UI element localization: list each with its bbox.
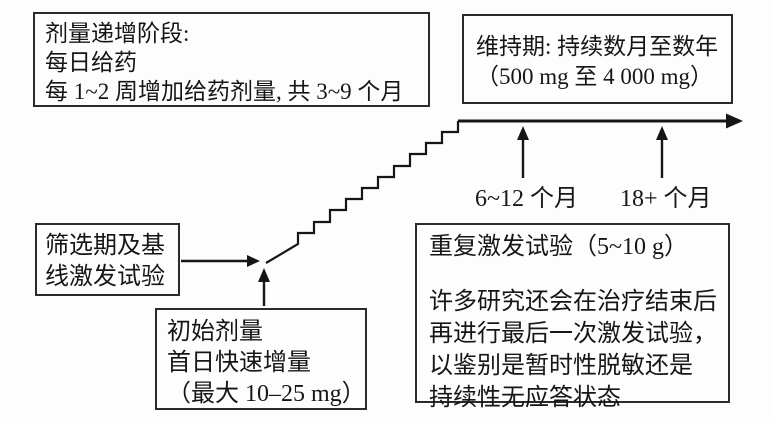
rechallenge-body-line-3: 以鉴别是暂时性脱敏还是 xyxy=(429,353,693,379)
rechallenge-body-line-4: 持续性无应答状态 xyxy=(429,385,621,411)
initial-dose-up-arrow xyxy=(258,268,270,306)
escalation-line-3: 每 1~2 周增加给药剂量, 共 3~9 个月 xyxy=(45,79,404,104)
maintenance-line-2: （500 mg 至 4 000 mg） xyxy=(476,64,714,89)
screening-box: 筛选期及基 线激发试验 xyxy=(35,223,180,296)
screening-line-1: 筛选期及基 xyxy=(45,233,165,259)
staircase-line xyxy=(265,121,460,264)
initial-dose-line-3: （最大 10–25 mg） xyxy=(167,381,366,407)
initial-dose-box: 初始剂量 首日快速增量 （最大 10–25 mg） xyxy=(155,308,367,410)
up-arrow-6-12-months xyxy=(517,126,529,178)
maintenance-line-1: 维持期: 持续数月至数年 xyxy=(476,34,719,59)
rechallenge-body-line-2: 再进行最后一次激发试验， xyxy=(429,321,717,347)
screening-line-2: 线激发试验 xyxy=(45,264,165,290)
escalation-phase-box: 剂量递增阶段: 每日给药 每 1~2 周增加给药剂量, 共 3~9 个月 xyxy=(33,12,430,107)
rechallenge-title: 重复激发试验（5~10 g） xyxy=(429,234,688,260)
screening-to-start-arrow xyxy=(181,255,260,267)
up-arrow-18plus-months xyxy=(656,126,668,178)
maintenance-phase-box: 维持期: 持续数月至数年 （500 mg 至 4 000 mg） xyxy=(462,14,733,104)
rechallenge-body: 许多研究还会在治疗结束后 再进行最后一次激发试验， 以鉴别是暂时性脱敏还是 持续… xyxy=(429,286,720,414)
initial-dose-line-2: 首日快速增量 xyxy=(167,350,311,376)
label-6-12-months: 6~12 个月 xyxy=(475,186,578,212)
rechallenge-body-line-1: 许多研究还会在治疗结束后 xyxy=(429,289,717,315)
escalation-line-1: 剂量递增阶段: xyxy=(45,21,190,46)
rechallenge-box: 重复激发试验（5~10 g） 许多研究还会在治疗结束后 再进行最后一次激发试验，… xyxy=(415,223,730,411)
timeline-arrow xyxy=(458,113,743,129)
initial-dose-line-1: 初始剂量 xyxy=(167,319,263,345)
label-18plus-months: 18+ 个月 xyxy=(620,186,712,212)
escalation-line-2: 每日给药 xyxy=(45,50,137,75)
